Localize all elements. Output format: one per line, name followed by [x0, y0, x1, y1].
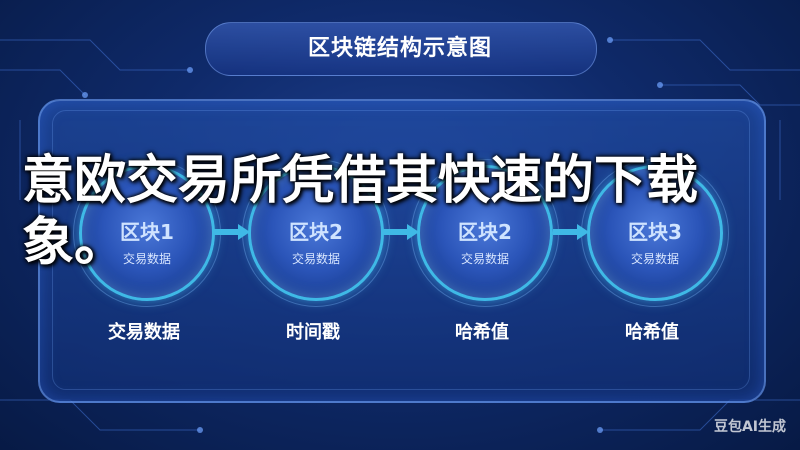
- watermark: 豆包AI生成: [713, 419, 786, 435]
- block-node: 区块1 交易数据: [73, 159, 221, 307]
- block-caption: 哈希值: [625, 322, 679, 343]
- block-caption: 哈希值: [455, 322, 509, 343]
- block-caption: 交易数据: [108, 322, 180, 343]
- arrow-right-icon: [214, 224, 250, 240]
- arrow-right-icon: [553, 224, 589, 240]
- title-banner: [205, 22, 597, 76]
- page-title: 区块链结构示意图: [307, 36, 492, 61]
- diagram-panel-inner-frame: [52, 110, 750, 390]
- block-node: 区块3 交易数据: [581, 159, 729, 307]
- overlay-text-line: 意欧交易所凭借其快速的下载: [22, 150, 699, 211]
- overlay-text-line: 象。: [22, 212, 127, 273]
- block-node: 区块2 交易数据: [411, 159, 559, 307]
- arrow-right-icon: [383, 224, 419, 240]
- block-node: 区块2 交易数据: [242, 159, 390, 307]
- block-caption: 时间戳: [286, 322, 340, 343]
